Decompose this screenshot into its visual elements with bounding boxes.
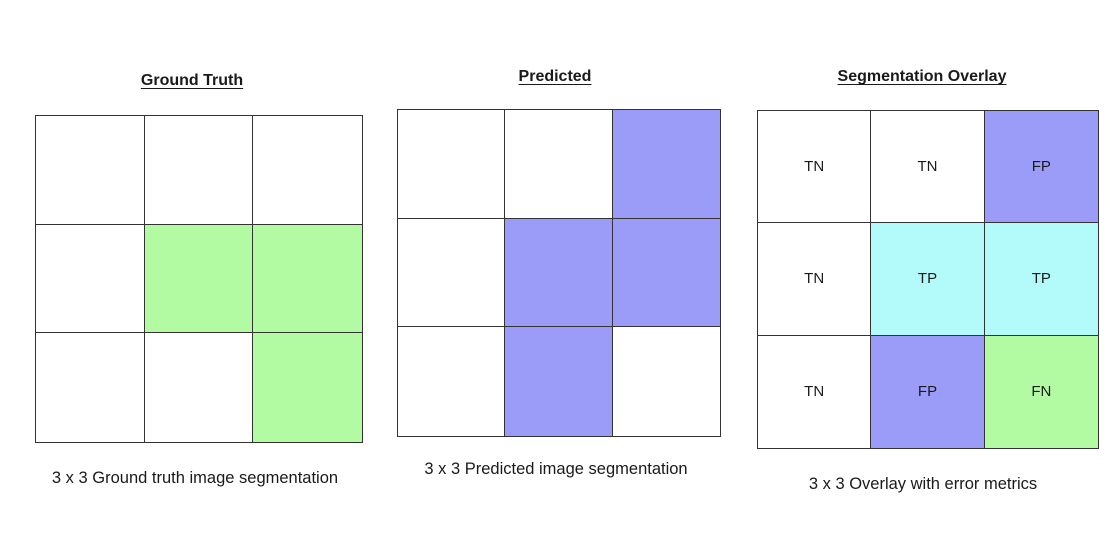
cell-label: TP [917, 270, 938, 288]
grid-cell-r2-c2: TP [871, 223, 985, 336]
caption-predicted: 3 x 3 Predicted image segmentation [424, 460, 688, 478]
cell-label: TN [804, 383, 825, 401]
grid-cell-r3-c3: FN [984, 335, 1098, 448]
caption-ground-truth: 3 x 3 Ground truth image segmentation [51, 469, 339, 487]
grid-cell-r1-c2: TN [871, 111, 985, 224]
grid-cell-r1-c1 [398, 110, 506, 219]
cell-label: FP [917, 383, 938, 401]
grid-cell-r2-c2 [505, 218, 613, 328]
grid-cell-r1-c1: TN [758, 111, 872, 224]
grid-cell-r2-c3 [253, 224, 362, 334]
cell-label: TN [917, 158, 938, 176]
grid-cell-r1-c2 [505, 110, 613, 219]
grid-cell-r3-c2 [144, 333, 254, 442]
grid-cell-r3-c1 [36, 333, 145, 442]
grid-cell-r1-c2 [144, 116, 254, 225]
segmentation-overlay-grid: TN TN FP TN TP TP TN FP FN [757, 110, 1099, 449]
grid-cell-r3-c2 [505, 327, 613, 436]
caption-segmentation-overlay: 3 x 3 Overlay with error metrics [808, 475, 1038, 493]
grid-cell-r1-c1 [36, 116, 145, 225]
grid-cell-r2-c3 [612, 218, 720, 328]
cell-label: TN [804, 270, 825, 288]
grid-cell-r2-c1 [398, 218, 506, 328]
grid-cell-r1-c3 [612, 110, 720, 219]
grid-cell-r3-c2: FP [871, 335, 985, 448]
grid-cell-r3-c1 [398, 327, 506, 436]
grid-cell-r2-c1: TN [758, 223, 872, 336]
panel-title-segmentation-overlay: Segmentation Overlay [837, 68, 1007, 85]
grid-cell-r1-c3: FP [984, 111, 1098, 224]
predicted-grid [397, 109, 721, 437]
panel-title-ground-truth: Ground Truth [140, 72, 244, 89]
grid-cell-r2-c1 [36, 224, 145, 334]
panel-title-predicted: Predicted [518, 68, 592, 85]
cell-label: TP [1031, 270, 1051, 288]
grid-cell-r3-c3 [253, 333, 362, 442]
grid-cell-r3-c3 [612, 327, 720, 436]
cell-label: TN [804, 158, 825, 176]
grid-cell-r1-c3 [253, 116, 362, 225]
grid-cell-r2-c3: TP [984, 223, 1098, 336]
cell-label: FN [1031, 383, 1052, 401]
cell-label: FP [1031, 158, 1051, 176]
grid-cell-r3-c1: TN [758, 335, 872, 448]
ground-truth-grid [35, 115, 363, 443]
grid-cell-r2-c2 [144, 224, 254, 334]
